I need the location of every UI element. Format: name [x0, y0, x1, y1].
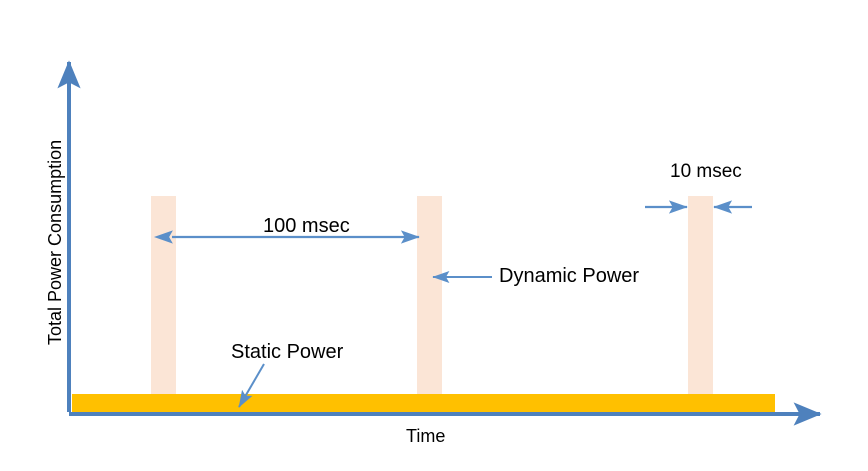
dynamic-power-annotation-label: Dynamic Power	[499, 265, 640, 287]
static-power-leader-arrow	[238, 363, 265, 408]
dynamic-power-pulse	[688, 196, 713, 398]
dynamic-power-pulse	[417, 196, 442, 398]
y-axis-label: Total Power Consumption	[45, 139, 65, 345]
dynamic-power-pulses	[151, 196, 713, 398]
pulse-width-annotation-label: 10 msec	[670, 161, 742, 182]
static-power-annotation-label: Static Power	[231, 341, 344, 363]
dynamic-power-pulse	[151, 196, 176, 398]
period-annotation-label: 100 msec	[263, 215, 350, 237]
x-axis-label: Time	[406, 426, 446, 446]
static-power-band	[72, 394, 775, 415]
